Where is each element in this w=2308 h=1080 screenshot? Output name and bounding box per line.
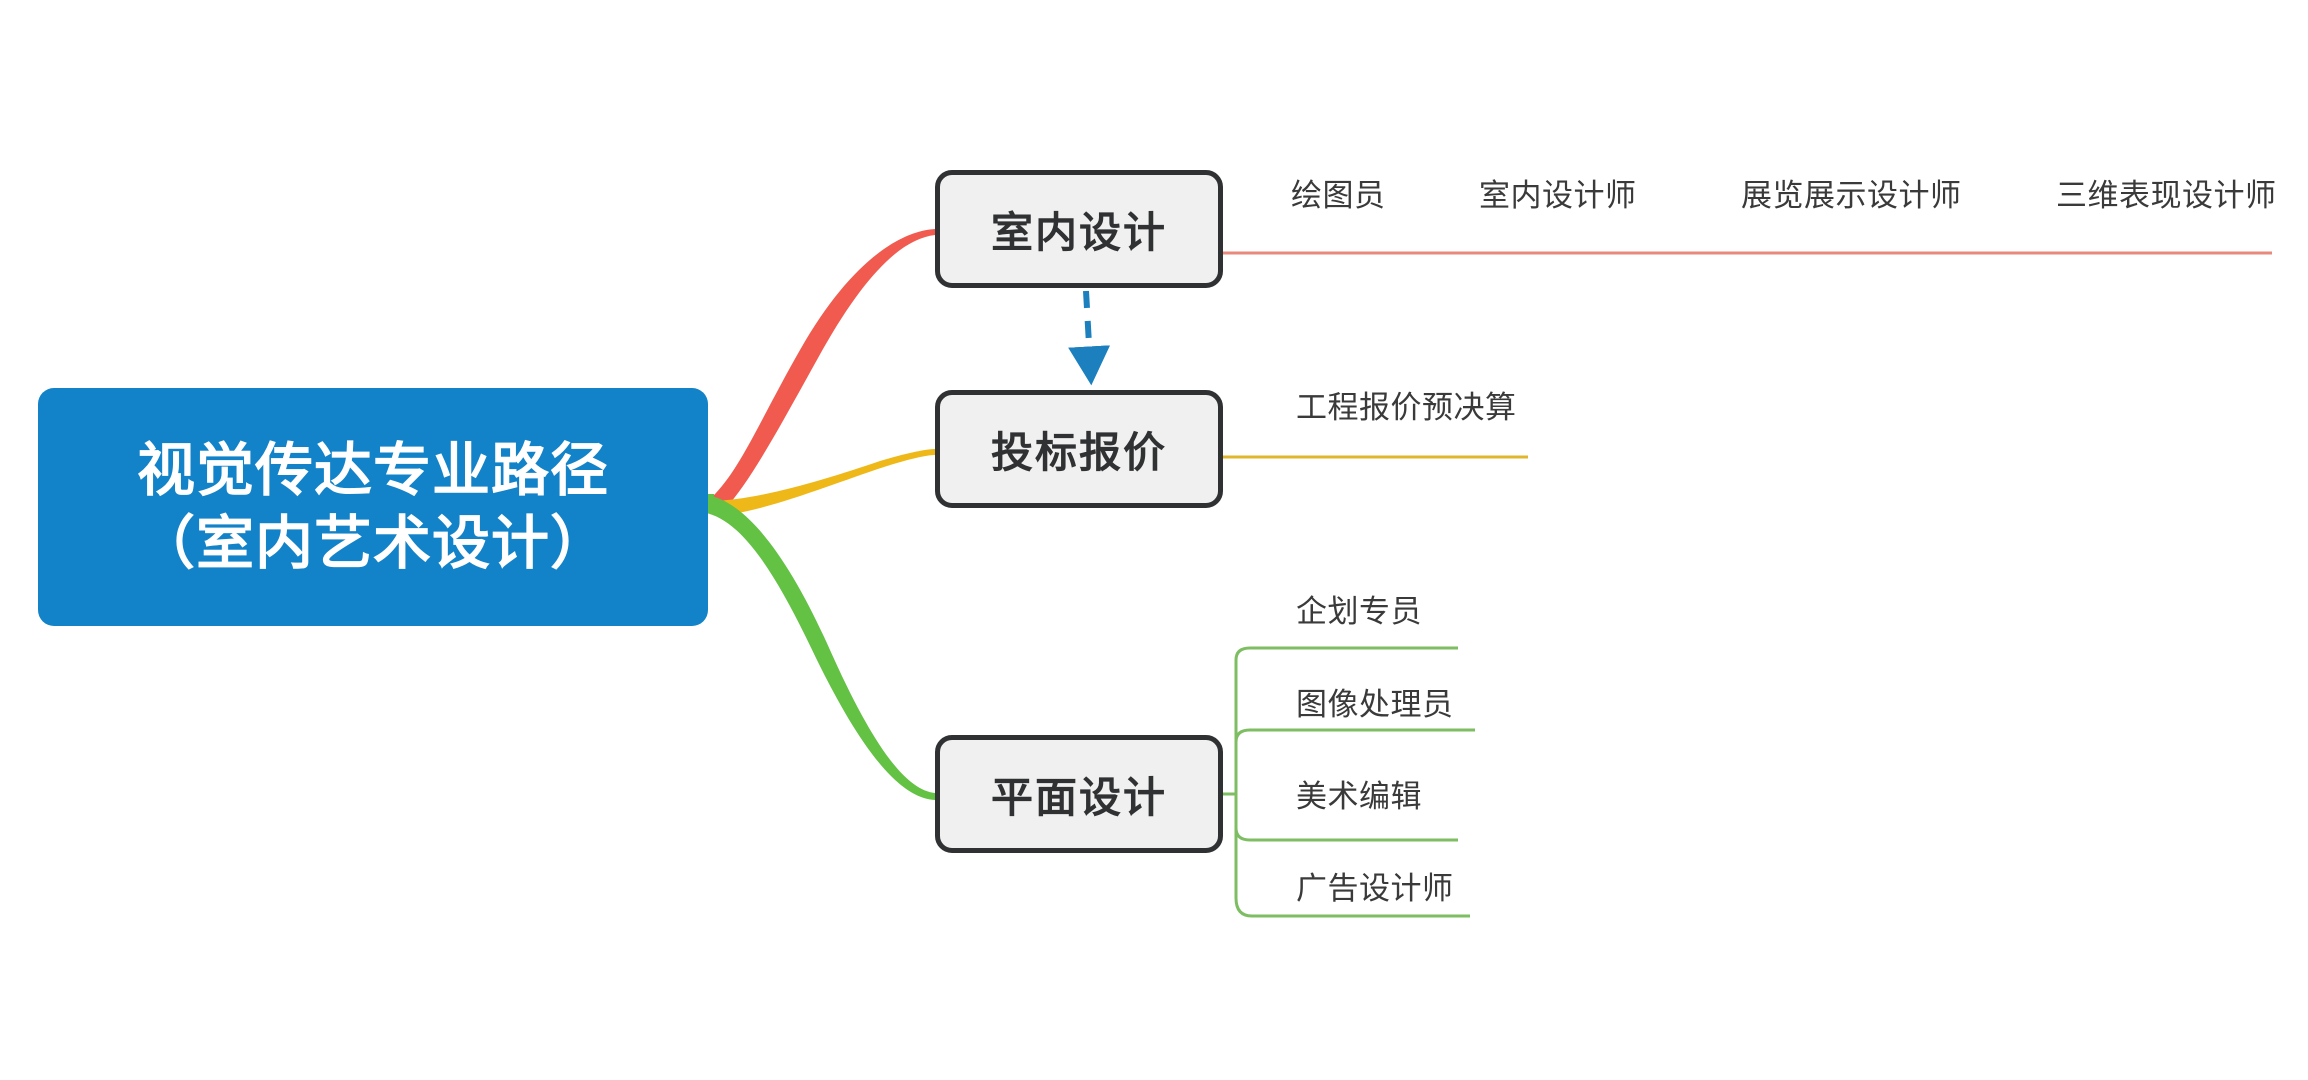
- leaf-label-advertising-designer[interactable]: 广告设计师: [1296, 871, 1454, 907]
- leaf-label-drafter[interactable]: 绘图员: [1291, 178, 1386, 214]
- leaf-label-exhibition-designer[interactable]: 展览展示设计师: [1741, 178, 1962, 214]
- leaf-label-planning-specialist[interactable]: 企划专员: [1296, 594, 1422, 630]
- leaf-label-interior-designer[interactable]: 室内设计师: [1479, 178, 1637, 214]
- leaf-label-project-budget[interactable]: 工程报价预决算: [1296, 390, 1517, 426]
- leaf-label-image-processor[interactable]: 图像处理员: [1296, 687, 1454, 723]
- topic-node-label: 室内设计: [990, 207, 1167, 257]
- topic-node-graphic-design[interactable]: 平面设计: [935, 735, 1223, 853]
- edge-branch-graphic-design: [700, 494, 935, 800]
- topic-node-label: 平面设计: [990, 772, 1167, 822]
- leaf-label-3d-visualization-designer[interactable]: 三维表现设计师: [2056, 178, 2277, 214]
- relation-arrow-interior-to-bidding: [1068, 290, 1111, 386]
- edge-leaf-line-green-2: [1234, 827, 1458, 842]
- edge-leaf-line-green-0: [1234, 646, 1458, 661]
- edge-leaf-line-green-1: [1234, 728, 1475, 743]
- root-node[interactable]: 视觉传达专业路径 （室内艺术设计）: [38, 388, 708, 626]
- topic-node-interior-design[interactable]: 室内设计: [935, 170, 1223, 288]
- leaf-label-art-editor[interactable]: 美术编辑: [1296, 779, 1422, 815]
- edge-branch-interior-design: [712, 229, 935, 512]
- root-node-label: 视觉传达专业路径 （室内艺术设计）: [136, 435, 609, 577]
- edge-branch-bidding: [712, 449, 935, 516]
- topic-node-bidding[interactable]: 投标报价: [935, 390, 1223, 508]
- topic-node-label: 投标报价: [990, 427, 1167, 477]
